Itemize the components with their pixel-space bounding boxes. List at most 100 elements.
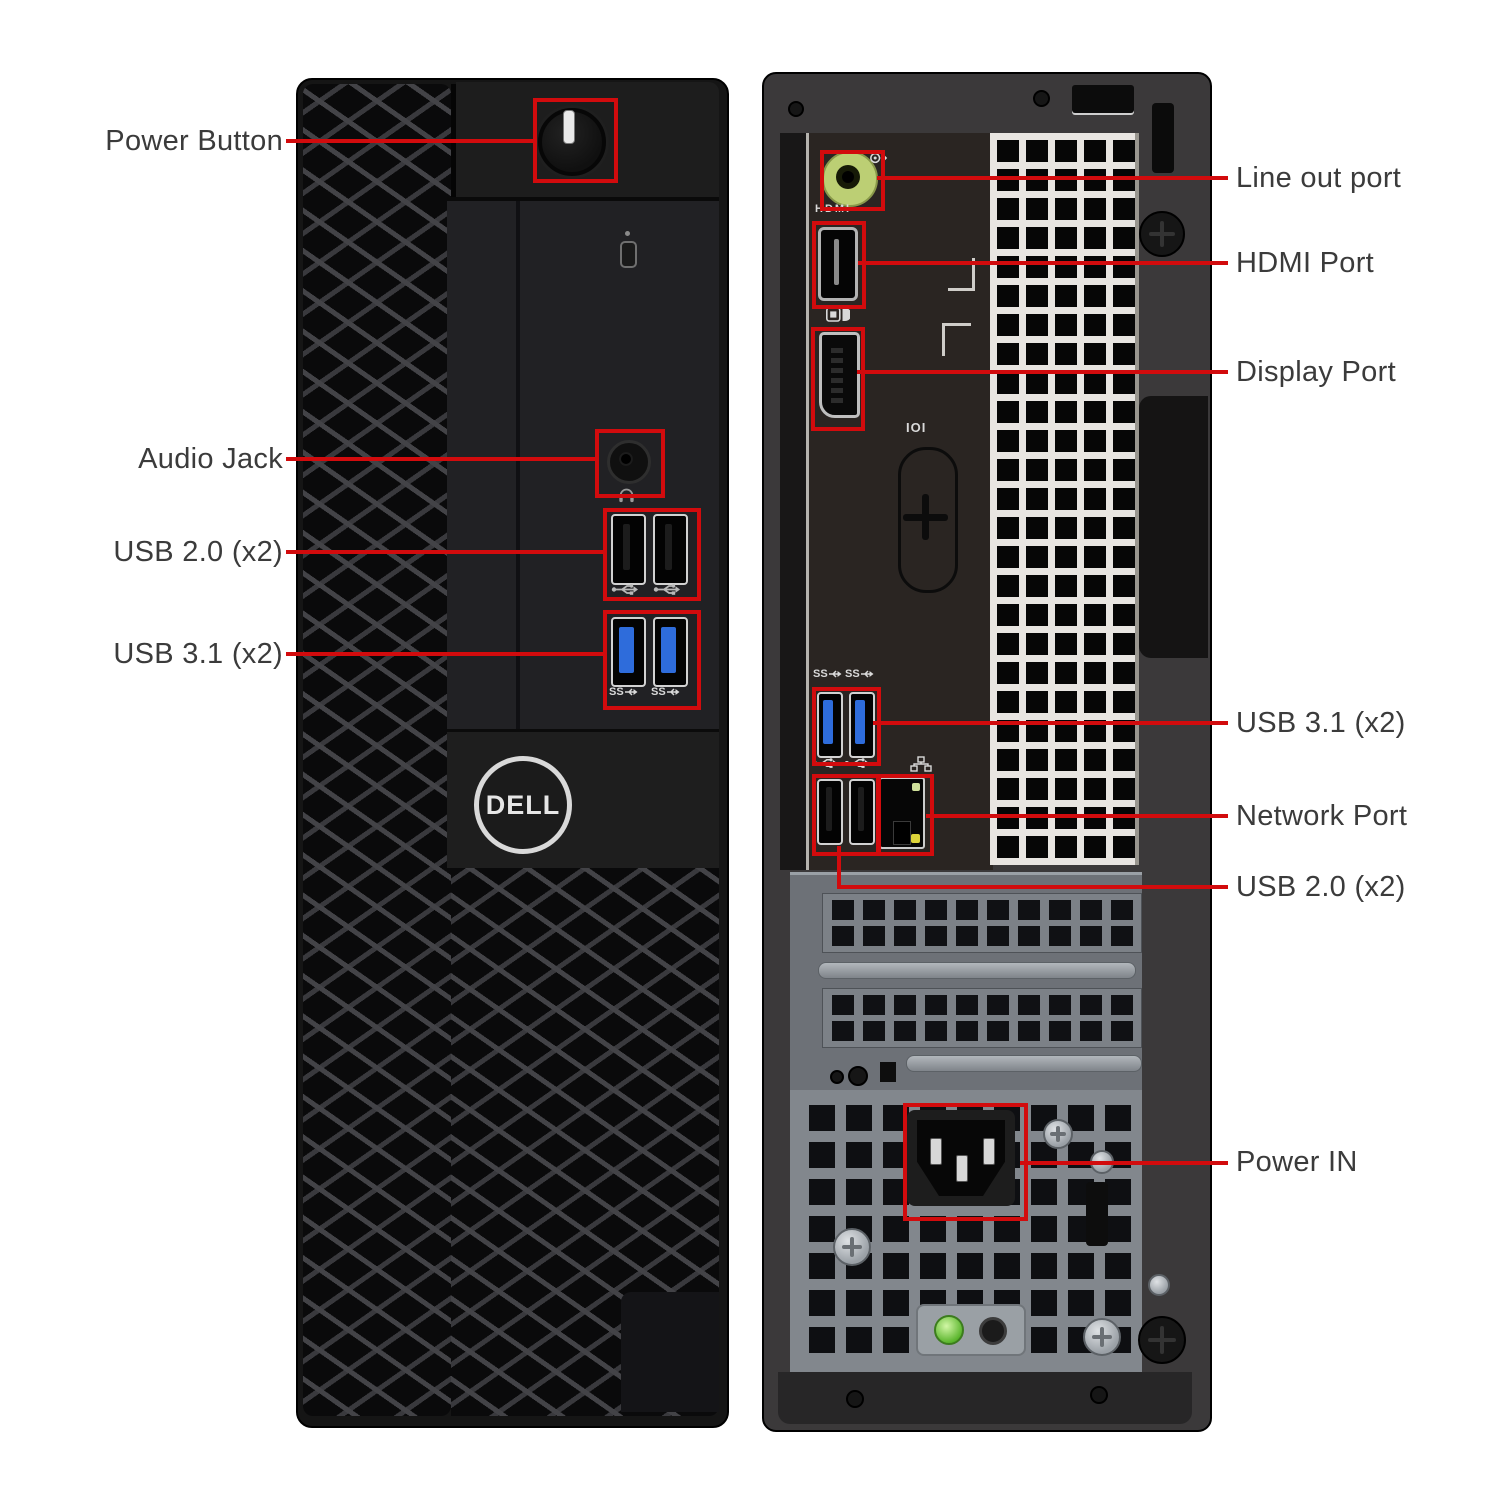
thumbscrew-icon[interactable] bbox=[1138, 1316, 1186, 1364]
label-hdmi: HDMI Port bbox=[1236, 247, 1375, 279]
screw-icon bbox=[848, 1066, 868, 1086]
slot-divider-bar bbox=[906, 1055, 1142, 1072]
rj45-notch bbox=[893, 821, 911, 845]
callout-line-line-out bbox=[877, 176, 1228, 180]
callout-line-usb20-front bbox=[286, 550, 603, 554]
screw-icon bbox=[788, 101, 804, 117]
slot-divider-bar bbox=[818, 962, 1136, 979]
callout-box-line-out bbox=[820, 150, 885, 211]
screw-icon bbox=[833, 1228, 871, 1266]
callout-box-audio-jack bbox=[595, 429, 665, 498]
callout-box-usb31-back bbox=[812, 687, 881, 766]
screw-icon bbox=[1083, 1318, 1121, 1356]
back-bottom-band bbox=[778, 1372, 1192, 1424]
front-usb20-port-1[interactable] bbox=[611, 514, 646, 585]
chassis-hole bbox=[880, 1062, 896, 1082]
callout-line-usb20-back bbox=[837, 885, 1228, 889]
label-network: Network Port bbox=[1236, 800, 1408, 832]
knockout-cross bbox=[903, 514, 948, 521]
usb3-ss-icon: SS bbox=[813, 668, 842, 680]
back-left-strip bbox=[780, 133, 806, 870]
front-bay-seam bbox=[516, 201, 520, 729]
front-mesh-left bbox=[303, 84, 451, 1416]
dell-logo-text: DELL bbox=[485, 789, 561, 820]
serial-knockout-plate bbox=[898, 447, 958, 593]
power-inlet-pin bbox=[956, 1155, 968, 1182]
usb3-ss-icon: SS bbox=[845, 668, 874, 680]
power-inlet-pin bbox=[983, 1138, 995, 1165]
psu-led-plate bbox=[916, 1304, 1026, 1356]
psu-status-led bbox=[934, 1315, 964, 1345]
network-icon bbox=[910, 756, 932, 772]
label-usb31-front: USB 3.1 (x2) bbox=[113, 638, 283, 670]
screw-icon bbox=[1090, 1386, 1108, 1404]
callout-line-network bbox=[926, 814, 1228, 818]
psu-slot bbox=[1086, 1182, 1108, 1246]
expansion-slot-cover-1 bbox=[822, 893, 1142, 953]
callout-line-usb31-back bbox=[873, 721, 1228, 725]
callout-box-hdmi bbox=[812, 221, 866, 309]
callout-box-power-button bbox=[533, 98, 618, 183]
callout-box-displayport bbox=[811, 327, 865, 431]
back-vent-edge bbox=[1135, 133, 1139, 865]
front-usb20-port-2[interactable] bbox=[653, 514, 688, 585]
label-displayport: Display Port bbox=[1236, 356, 1396, 388]
power-bar-icon bbox=[563, 110, 575, 144]
callout-line-usb20-back-vertical bbox=[837, 846, 841, 889]
screw-icon bbox=[1033, 90, 1050, 107]
back-top-notch bbox=[1072, 85, 1134, 113]
displayport-icon bbox=[826, 307, 850, 322]
back-lock-slot bbox=[1152, 103, 1174, 173]
hdmi-port[interactable] bbox=[818, 227, 858, 301]
back-usb31-port-1[interactable] bbox=[817, 692, 843, 758]
dell-logo: DELL bbox=[474, 756, 572, 854]
front-smooth-patch bbox=[621, 1292, 719, 1412]
label-line-out: Line out port bbox=[1236, 162, 1402, 194]
alignment-mark bbox=[942, 323, 971, 356]
usb3-ss-icon: SS bbox=[609, 686, 638, 698]
displayport-port[interactable] bbox=[819, 332, 860, 418]
usb-trident-icon bbox=[611, 583, 639, 596]
power-inlet-pin bbox=[930, 1138, 942, 1165]
usb3-ss-text: SS bbox=[651, 686, 666, 698]
callout-line-usb31-front bbox=[286, 652, 603, 656]
label-power-in: Power IN bbox=[1236, 1146, 1358, 1178]
front-audio-jack-hole bbox=[619, 452, 633, 466]
front-seam bbox=[447, 197, 719, 201]
usb3-ss-icon: SS bbox=[651, 686, 680, 698]
screw-icon bbox=[1043, 1119, 1073, 1149]
screw-icon bbox=[1148, 1274, 1170, 1296]
hdd-activity-icon bbox=[620, 241, 637, 268]
label-power-button: Power Button bbox=[105, 125, 283, 157]
line-out-jack-hole bbox=[842, 171, 854, 183]
usb3-ss-text: SS bbox=[813, 668, 828, 680]
callout-line-audio-jack bbox=[286, 457, 595, 461]
back-usb20-port-1[interactable] bbox=[817, 779, 843, 845]
rj45-activity-led bbox=[911, 834, 920, 843]
back-vent-grid bbox=[990, 133, 1135, 865]
psu-test-button[interactable] bbox=[979, 1317, 1007, 1345]
front-seam bbox=[447, 729, 719, 732]
back-usb31-port-2[interactable] bbox=[849, 692, 875, 758]
callout-line-displayport bbox=[857, 370, 1228, 374]
usb3-ss-text: SS bbox=[845, 668, 860, 680]
callout-box-usb20-back bbox=[812, 774, 881, 856]
screw-icon bbox=[830, 1070, 844, 1084]
front-usb31-port-2[interactable] bbox=[653, 617, 688, 687]
alignment-mark bbox=[948, 258, 975, 291]
callout-line-power-button bbox=[286, 139, 533, 143]
usb3-ss-text: SS bbox=[609, 686, 624, 698]
hdd-activity-led bbox=[625, 231, 630, 236]
callout-line-hdmi bbox=[858, 261, 1228, 265]
callout-box-usb31-front bbox=[603, 610, 701, 710]
callout-box-usb20-front bbox=[603, 508, 701, 601]
serial-marking: IOI bbox=[906, 420, 927, 435]
label-usb31-back: USB 3.1 (x2) bbox=[1236, 707, 1406, 739]
back-usb20-port-2[interactable] bbox=[849, 779, 875, 845]
label-usb20-front: USB 2.0 (x2) bbox=[113, 536, 283, 568]
back-right-cover bbox=[1139, 396, 1208, 658]
thumbscrew-icon[interactable] bbox=[1139, 211, 1185, 257]
label-audio-jack: Audio Jack bbox=[138, 443, 283, 475]
front-usb31-port-1[interactable] bbox=[611, 617, 646, 687]
